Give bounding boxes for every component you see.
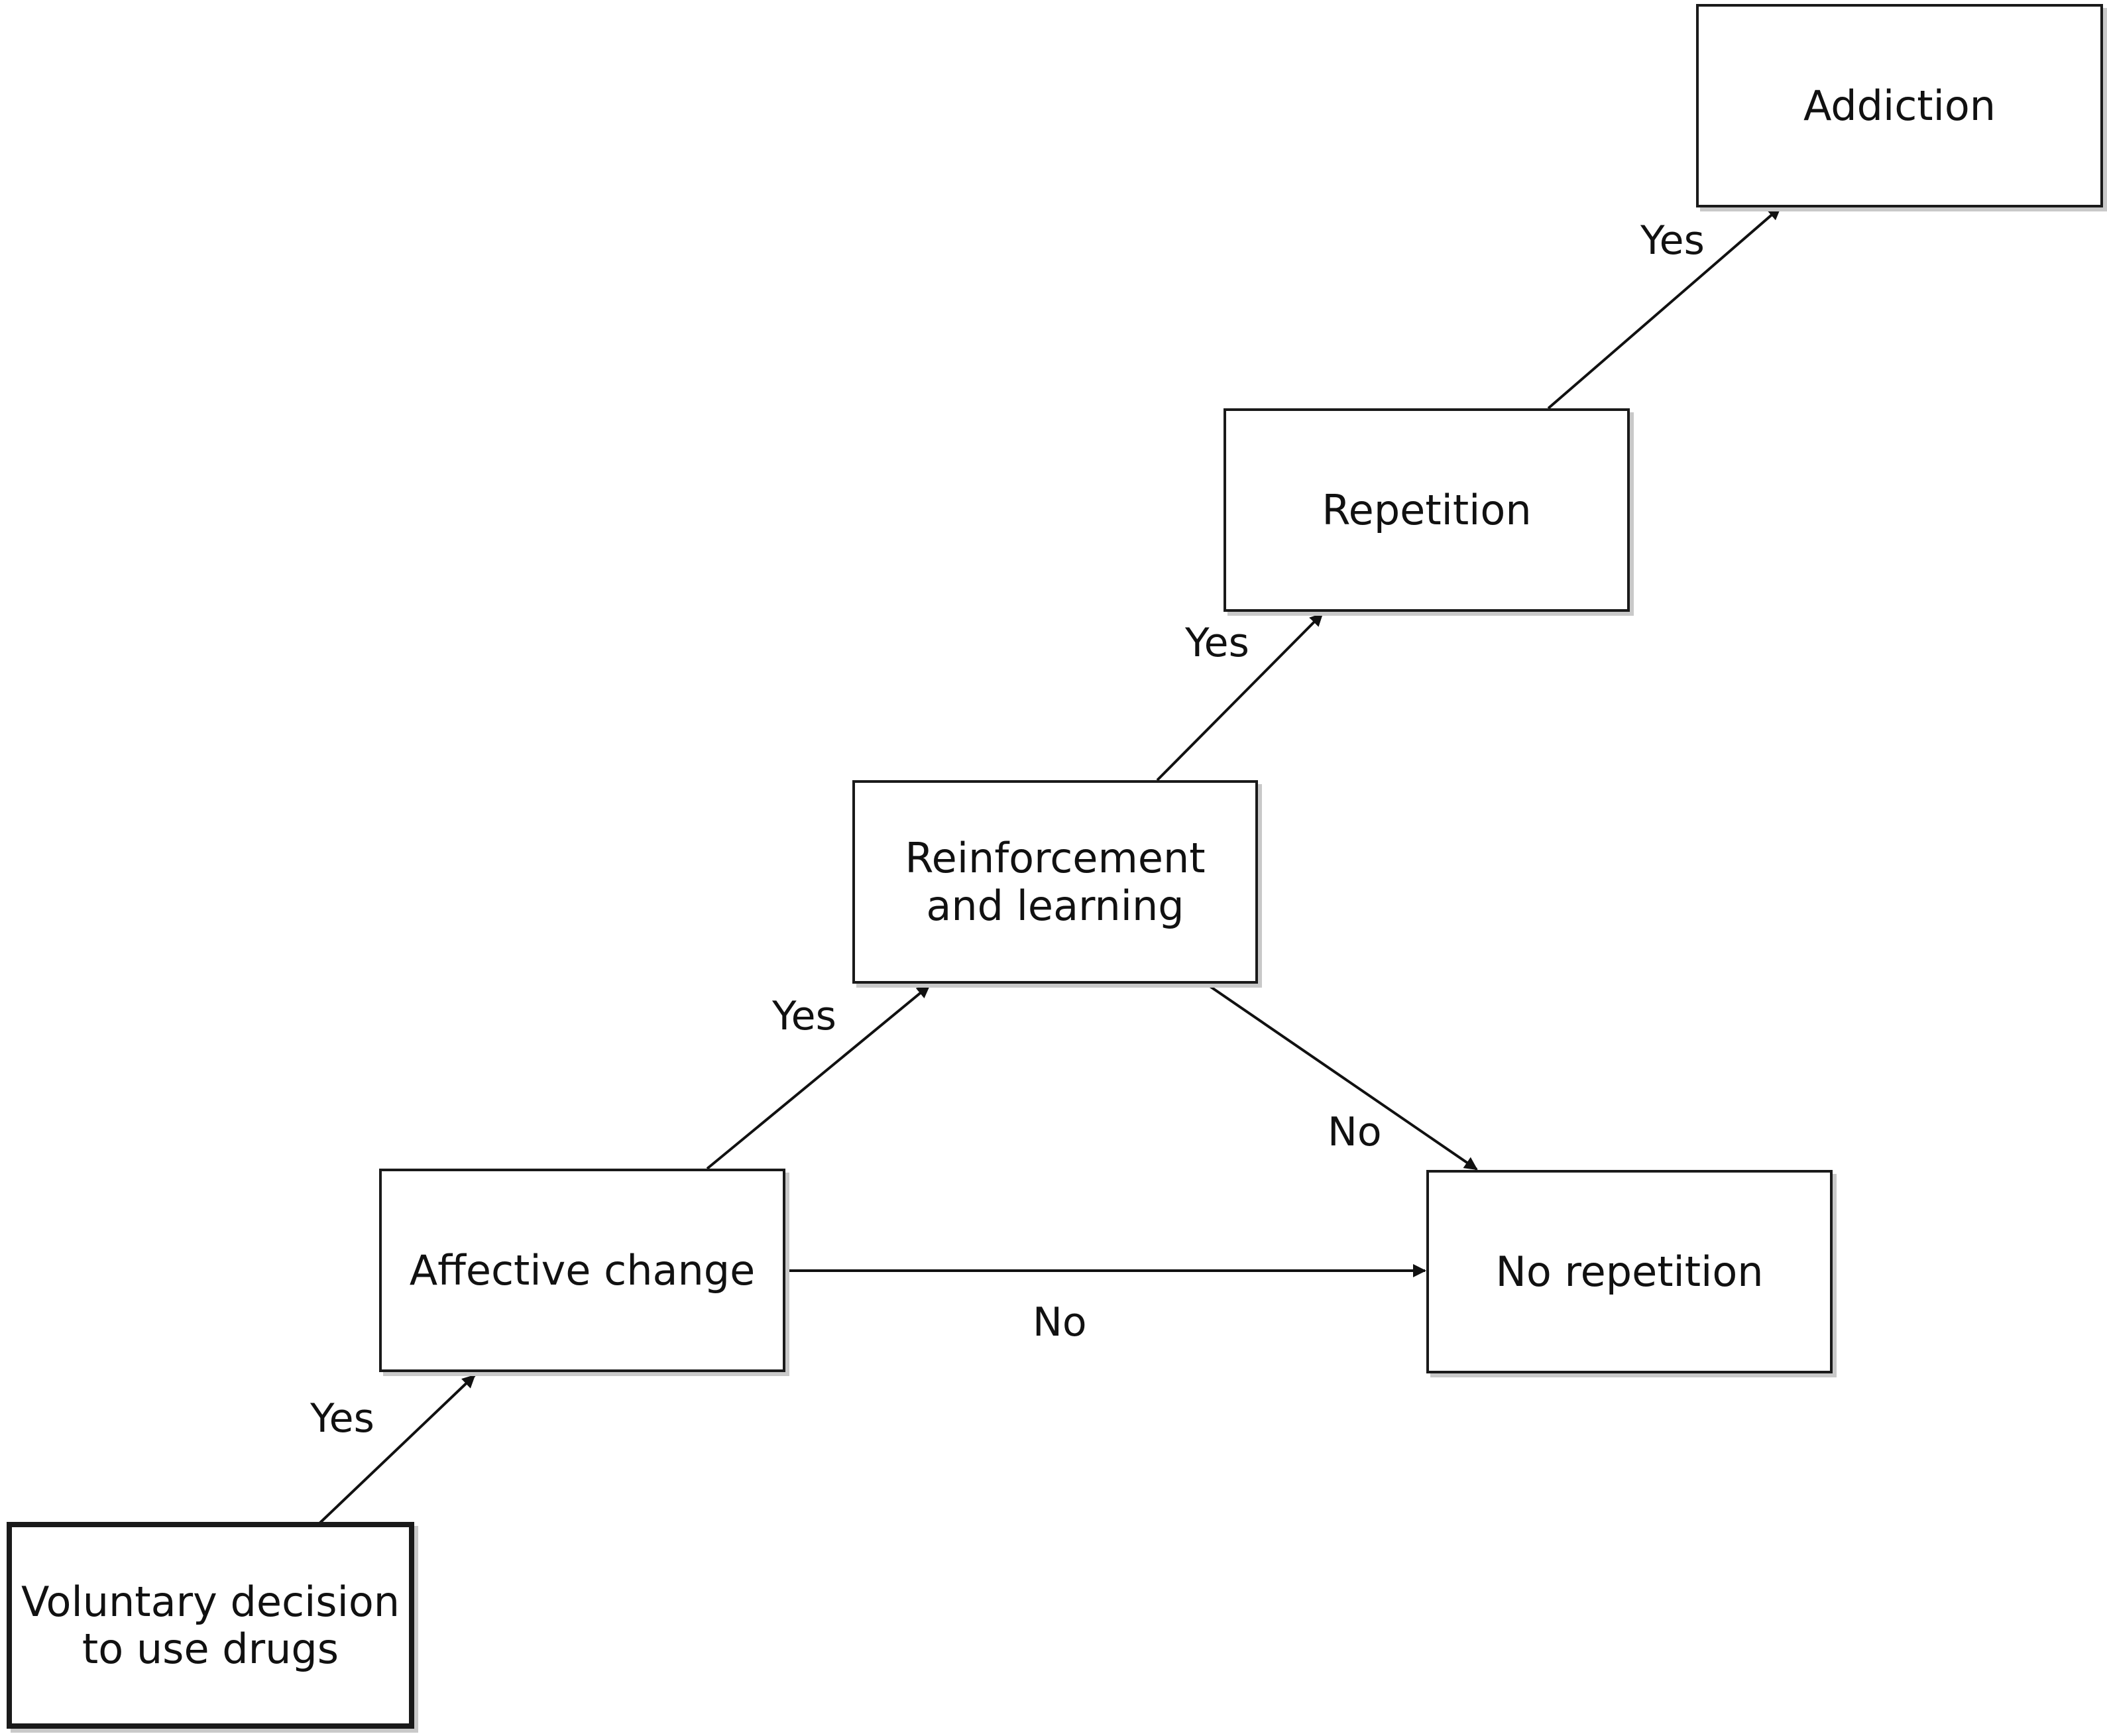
edge-label-no-2: No: [1033, 1299, 1087, 1346]
node-voluntary-decision-label: Voluntary decision to use drugs: [21, 1577, 400, 1673]
edge-label-yes-2: Yes: [772, 993, 836, 1039]
arrow-voluntary-to-affective: [317, 1374, 476, 1526]
node-affective-change-label: Affective change: [409, 1245, 756, 1295]
node-repetition: Repetition: [1224, 408, 1630, 612]
arrow-repetition-to-addiction: [1547, 206, 1782, 410]
node-affective-change: Affective change: [379, 1169, 785, 1372]
node-repetition-label: Repetition: [1322, 485, 1532, 534]
edge-label-yes-4: Yes: [1640, 217, 1705, 264]
edge-label-no-1: No: [1328, 1109, 1382, 1155]
node-no-repetition: No repetition: [1426, 1170, 1833, 1373]
edge-label-yes-1: Yes: [310, 1395, 374, 1442]
arrow-reinforcement-to-no-repetition: [1208, 984, 1478, 1171]
node-no-repetition-label: No repetition: [1495, 1247, 1764, 1296]
arrow-reinforcement-to-repetition: [1156, 612, 1324, 781]
node-reinforcement-learning-label: Reinforcement and learning: [905, 834, 1206, 930]
node-reinforcement-learning: Reinforcement and learning: [852, 780, 1258, 984]
edge-label-yes-3: Yes: [1185, 620, 1249, 666]
node-voluntary-decision: Voluntary decision to use drugs: [7, 1522, 414, 1729]
node-addiction: Addiction: [1696, 4, 2103, 207]
node-addiction-label: Addiction: [1803, 81, 1996, 130]
arrow-affective-to-reinforcement: [706, 984, 931, 1170]
